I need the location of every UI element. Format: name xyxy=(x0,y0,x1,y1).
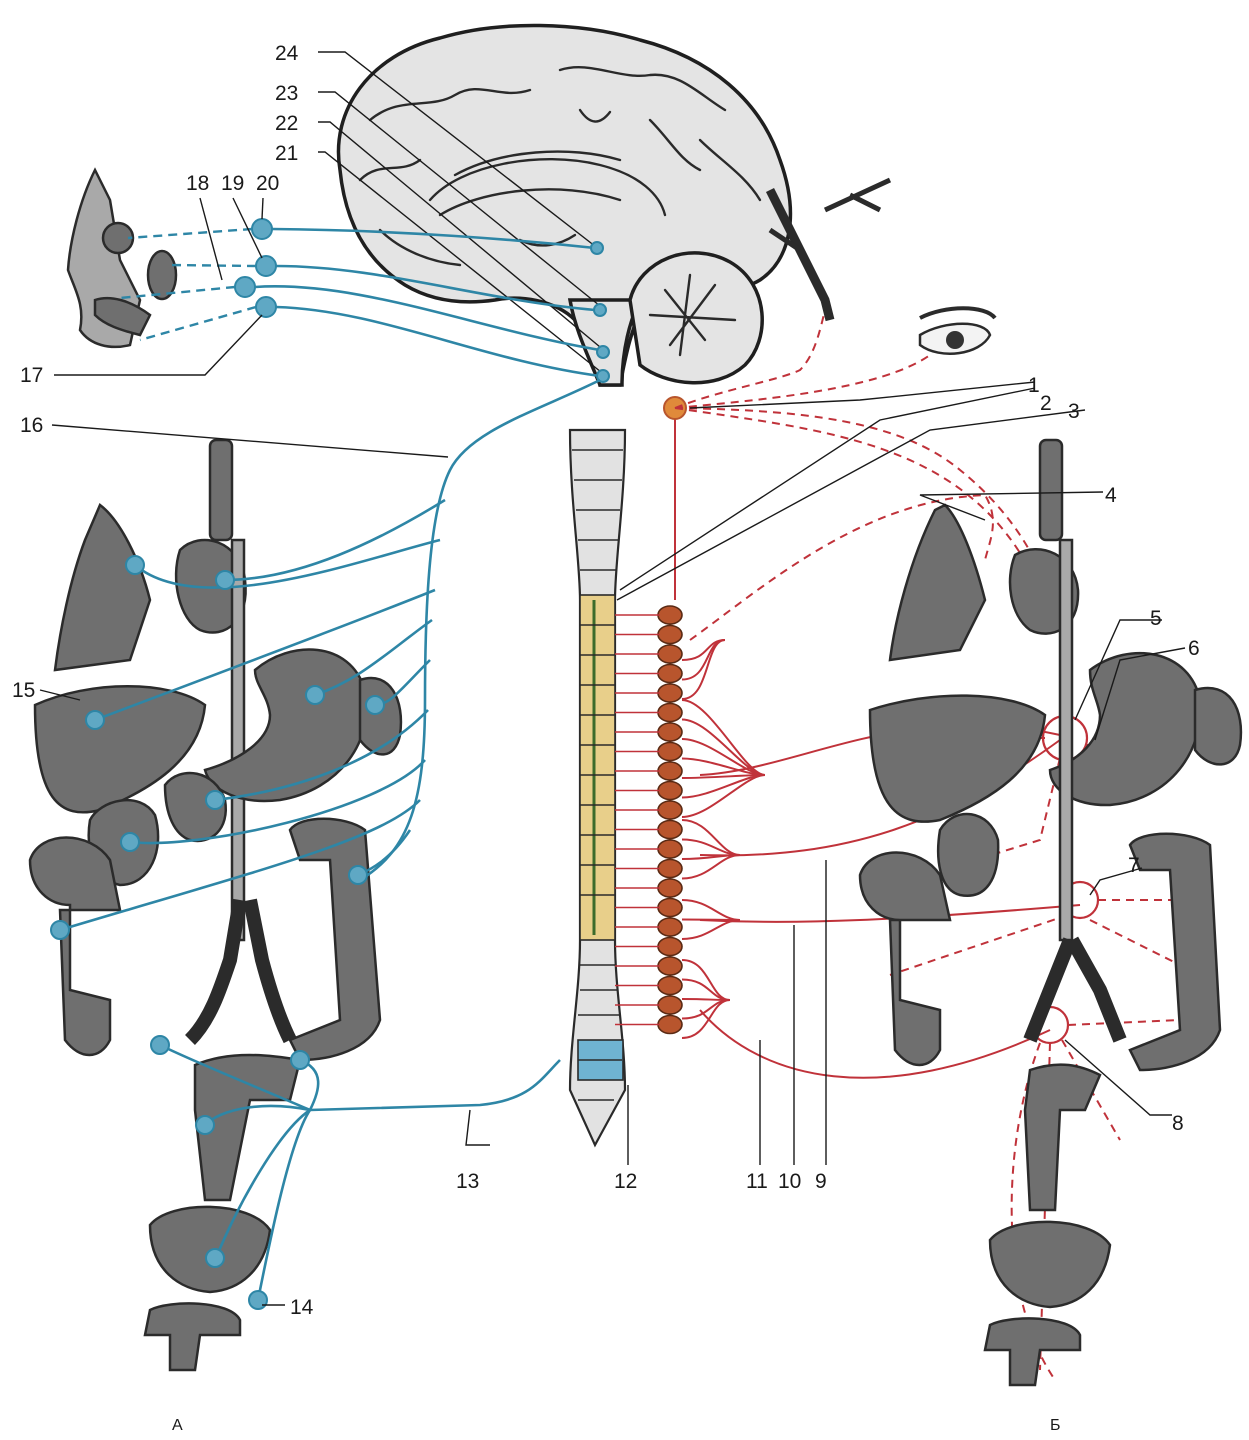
label-4: 4 xyxy=(1105,484,1117,507)
sympathetic-rami xyxy=(615,615,765,1038)
sympathetic-ganglion xyxy=(658,938,682,956)
label-13: 13 xyxy=(456,1170,479,1193)
panel-label-left: А xyxy=(172,1417,183,1434)
sympathetic-ganglion xyxy=(658,665,682,683)
sympathetic-trunk xyxy=(658,606,682,1034)
label-24: 24 xyxy=(275,42,299,65)
sympathetic-ganglion xyxy=(658,977,682,995)
sympathetic-ganglion xyxy=(658,645,682,663)
label-22: 22 xyxy=(275,112,298,135)
sympathetic-ganglion xyxy=(658,762,682,780)
sympathetic-ganglion xyxy=(658,1016,682,1034)
sympathetic-ganglion xyxy=(658,684,682,702)
right-organs xyxy=(770,180,1241,1385)
sympathetic-ganglion xyxy=(658,860,682,878)
label-2: 2 xyxy=(1040,392,1052,415)
brain xyxy=(338,25,790,385)
label-10: 10 xyxy=(778,1170,801,1193)
sympathetic-ganglion xyxy=(658,899,682,917)
label-5: 5 xyxy=(1150,607,1162,630)
head-organs xyxy=(68,170,176,347)
thoracolumbar-segment xyxy=(580,595,615,940)
label-21: 21 xyxy=(275,142,298,165)
label-6: 6 xyxy=(1188,637,1200,660)
sympathetic-ganglion xyxy=(658,840,682,858)
label-14: 14 xyxy=(290,1296,314,1319)
label-19: 19 xyxy=(221,172,244,195)
sympathetic-ganglion xyxy=(658,821,682,839)
label-17: 17 xyxy=(20,364,43,387)
sympathetic-pathways xyxy=(664,310,1180,1380)
gray-ramus-fiber xyxy=(682,700,765,775)
label-9: 9 xyxy=(815,1170,827,1193)
label-16: 16 xyxy=(20,414,43,437)
label-23: 23 xyxy=(275,82,298,105)
label-18: 18 xyxy=(186,172,209,195)
panel-label-right: Б xyxy=(1050,1417,1061,1434)
gray-ramus-fiber xyxy=(682,820,740,855)
label-20: 20 xyxy=(256,172,279,195)
sympathetic-ganglion xyxy=(658,704,682,722)
sympathetic-ganglion xyxy=(658,723,682,741)
gray-ramus-fiber xyxy=(682,900,740,920)
spinal-cord xyxy=(570,430,625,1145)
label-11: 11 xyxy=(746,1170,768,1193)
sympathetic-ganglion xyxy=(658,996,682,1014)
label-8: 8 xyxy=(1172,1112,1184,1135)
gray-ramus-fiber xyxy=(682,999,730,1000)
sympathetic-ganglion xyxy=(658,801,682,819)
sympathetic-ganglion xyxy=(658,918,682,936)
sympathetic-ganglion xyxy=(658,957,682,975)
label-3: 3 xyxy=(1068,400,1080,423)
gray-ramus-fiber xyxy=(682,640,725,699)
sympathetic-ganglion xyxy=(658,626,682,644)
sympathetic-ganglion xyxy=(658,606,682,624)
sympathetic-ganglion xyxy=(658,879,682,897)
label-1: 1 xyxy=(1028,374,1040,397)
iris xyxy=(946,331,964,349)
cerebellum xyxy=(630,253,762,383)
sympathetic-ganglion xyxy=(658,743,682,761)
gray-ramus-fiber xyxy=(682,920,740,939)
label-15: 15 xyxy=(12,679,35,702)
sympathetic-ganglion xyxy=(658,782,682,800)
label-7: 7 xyxy=(1128,854,1140,877)
label-12: 12 xyxy=(614,1170,637,1193)
